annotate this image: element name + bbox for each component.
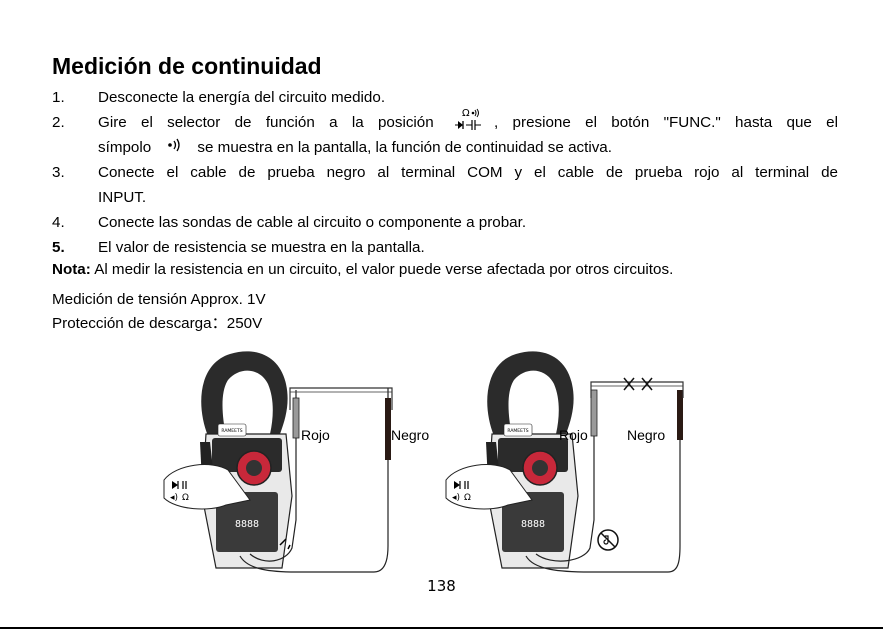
continuity-beep-icon [168, 138, 181, 152]
label-red-left: Rojo [301, 427, 330, 443]
probe-red-right [590, 389, 598, 437]
label-black-left: Negro [391, 427, 429, 443]
dial-symbol-text: Ω [182, 493, 189, 503]
bottom-rule [0, 627, 883, 629]
open-circuit-mark [623, 377, 653, 391]
step-text-line2: símpolo se muestra en la pantalla, la fu… [98, 138, 838, 158]
note-text: Al medir la resistencia en un circuito, … [90, 261, 674, 278]
svg-text:◂): ◂) [452, 493, 460, 503]
brand-badge [217, 423, 247, 437]
step-text: Conecte las sondas de cable al circuito … [98, 214, 527, 231]
dial-zoom-right: ◂) Ω [445, 464, 533, 510]
step-number: 2. [52, 114, 65, 131]
no-beep-icon [597, 529, 619, 551]
clamp-meter-right: RAMEETS 8888 [485, 350, 579, 569]
step-text-part: símpolo [98, 139, 152, 156]
spec-protection: Protección de descarga：250V [52, 315, 263, 332]
step-text-line1: Gire el selector de función a la posició… [98, 108, 838, 133]
brand-text: RAMEETS [221, 428, 242, 434]
clamp-meter-left: RAMEETS 8888 [199, 350, 293, 569]
page-number: 138 [427, 577, 456, 595]
note-label: Nota: [52, 261, 91, 278]
note: Nota: Al medir la resistencia en un circ… [52, 260, 673, 280]
spec-voltage: Medición de tensión Approx. 1V [52, 291, 266, 308]
step-number: 4. [52, 214, 65, 231]
brand-badge [503, 423, 533, 437]
step-text-part: Gire el selector de función a la posició… [98, 114, 434, 131]
dial-zoom-left: ◂) Ω [163, 464, 251, 510]
continuity-diagram: RAMEETS 8888 ◂) Ω Rojo Negro [163, 350, 684, 573]
label-red-right: Rojo [559, 427, 588, 443]
probe-black-left [385, 398, 391, 460]
step-number: 5. [52, 239, 65, 256]
step-number: 3. [52, 164, 65, 181]
step-text: El valor de resistencia se muestra en la… [98, 239, 425, 256]
svg-text:Ω: Ω [462, 108, 470, 119]
display-digits: 8888 [521, 519, 545, 530]
probe-red-left [292, 397, 300, 439]
step-text-part: se muestra en la pantalla, la función de… [197, 139, 612, 156]
brand-text: RAMEETS [507, 428, 528, 434]
probe-black-right [677, 390, 683, 440]
continuity-dial-position-icon: Ω [455, 108, 482, 130]
label-black-right: Negro [627, 427, 665, 443]
step-text-line1: Conecte el cable de prueba negro al term… [98, 164, 838, 181]
step-text: Desconecte la energía del circuito medid… [98, 89, 386, 106]
dial-symbol-text: Ω [464, 493, 471, 503]
step-text-part: , presione el botón "FUNC." hasta que el [494, 114, 838, 131]
step-text-line2: INPUT. [98, 189, 147, 206]
display-digits: 8888 [235, 519, 259, 530]
step-number: 1. [52, 89, 65, 106]
section-heading: Medición de continuidad [52, 53, 322, 79]
svg-text:◂): ◂) [170, 493, 178, 503]
